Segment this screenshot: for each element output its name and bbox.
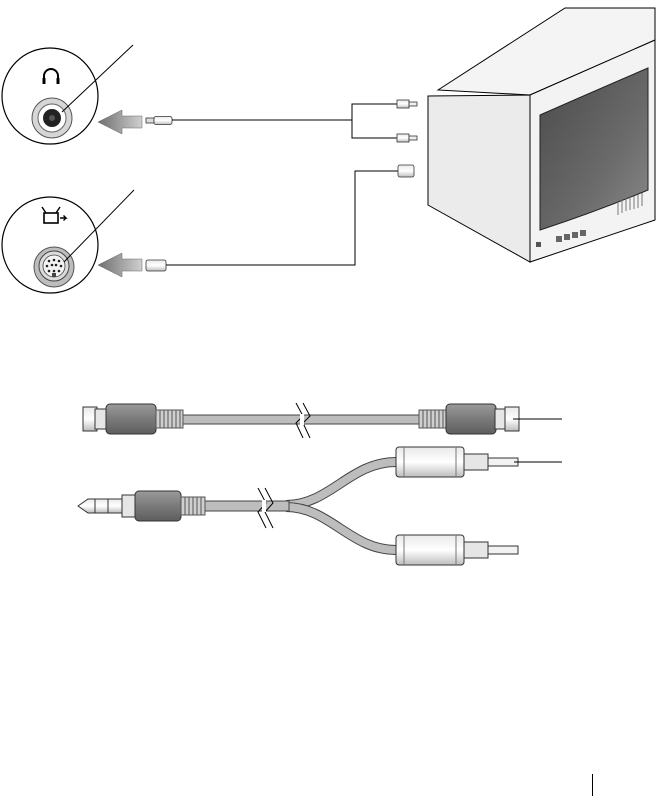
s-video-line xyxy=(166,171,398,265)
television xyxy=(428,8,655,262)
s-video-port xyxy=(2,197,98,293)
arrow-icon xyxy=(98,253,142,277)
audio-line xyxy=(172,104,397,120)
headphone-port xyxy=(2,48,98,144)
audio-y-cable xyxy=(78,447,562,565)
rca-plug-left xyxy=(397,100,417,108)
rca-plug-right xyxy=(396,535,518,565)
strain-relief xyxy=(156,410,183,428)
s-video-plug-tv xyxy=(398,165,414,177)
page-separator xyxy=(592,774,593,796)
s-video-cable xyxy=(83,403,562,438)
audio-mini-plug xyxy=(146,117,172,125)
arrow-icon xyxy=(98,110,142,134)
strain-relief xyxy=(419,410,446,428)
strain-relief xyxy=(181,497,205,515)
audio-mini-plug xyxy=(78,491,181,521)
s-video-plug xyxy=(146,260,166,271)
rca-plug-left xyxy=(396,447,518,477)
rca-plug-right xyxy=(397,134,417,142)
